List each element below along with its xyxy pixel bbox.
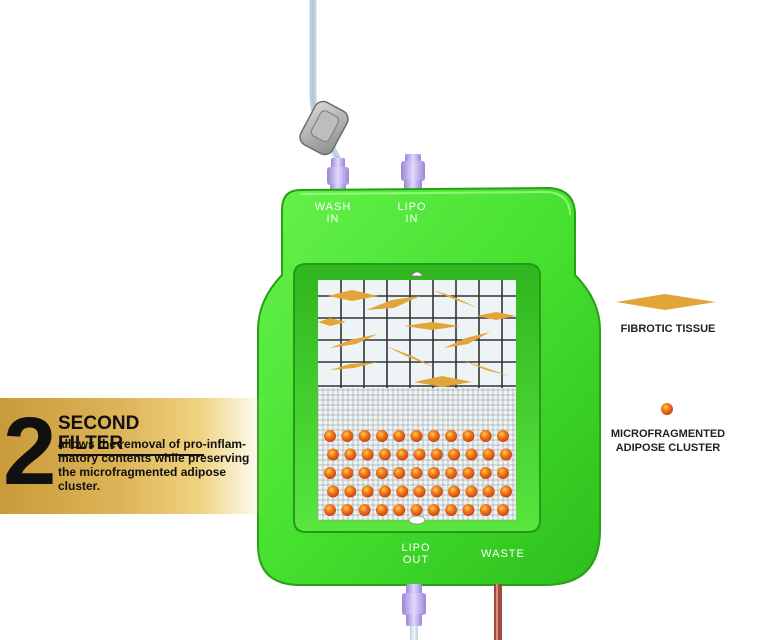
adipose-cluster [393, 504, 406, 516]
adipose-cluster [445, 504, 458, 516]
lipo-out-label: LIPO OUT [401, 542, 431, 566]
second-filter-banner [0, 398, 265, 514]
adipose-cluster [497, 430, 509, 442]
fibrotic-tissue [414, 376, 472, 387]
adipose-cluster [378, 448, 391, 461]
adipose-cluster [375, 504, 388, 516]
adipose-cluster [327, 485, 339, 498]
adipose-cluster [479, 504, 492, 516]
lipo-in-connector-icon[interactable] [401, 154, 425, 192]
fibrotic-tissue [476, 312, 516, 320]
adipose-cluster [500, 485, 512, 498]
adipose-cluster [448, 448, 461, 461]
adipose-cluster [497, 504, 509, 516]
tube-clamp-icon [299, 100, 349, 156]
fibrotic-tissue [432, 290, 478, 308]
adipose-cluster [427, 504, 440, 516]
fibrotic-tissue [462, 360, 510, 376]
adipose-cluster [465, 485, 478, 498]
adipose-cluster [341, 467, 354, 479]
adipose-cluster [448, 485, 461, 498]
banner-title: SECOND FILTER [58, 414, 204, 456]
adipose-cluster [462, 430, 475, 442]
adipose-cluster [430, 485, 443, 498]
wash-in-label: WASH IN [314, 201, 352, 225]
adipose-cluster [497, 467, 509, 479]
banner-description: allows the removal of pro-inflam-matory … [58, 437, 250, 493]
adipose-cluster-group [324, 430, 512, 516]
adipose-cluster [358, 504, 371, 516]
fibrotic-tissue [444, 332, 490, 348]
adipose-cluster [396, 485, 409, 498]
adipose-cluster [462, 467, 475, 479]
adipose-cluster [465, 448, 478, 461]
adipose-cluster [358, 430, 371, 442]
adipose-cluster [482, 485, 495, 498]
adipose-cluster [479, 430, 492, 442]
adipose-cluster [341, 504, 354, 516]
fibrotic-tissue-icon [616, 294, 716, 310]
fibrotic-tissue [386, 346, 436, 368]
adipose-cluster [410, 467, 423, 479]
fibrotic-tissue [404, 322, 460, 330]
adipose-cluster [393, 467, 406, 479]
adipose-cluster [324, 467, 336, 479]
adipose-cluster [344, 448, 357, 461]
adipose-cluster [427, 467, 440, 479]
wash-in-connector-icon[interactable] [327, 158, 349, 194]
adipose-cluster [324, 430, 336, 442]
adipose-cluster [396, 448, 409, 461]
adipose-cluster [344, 485, 357, 498]
adipose-cluster [430, 448, 443, 461]
adipose-cluster-label: MICROFRAGMENTED ADIPOSE CLUSTER [610, 428, 726, 454]
adipose-cluster [482, 448, 495, 461]
lipo-in-label: LIPO IN [397, 201, 427, 225]
fibrotic-tissue [330, 362, 378, 370]
adipose-cluster [358, 467, 371, 479]
adipose-cluster [413, 485, 426, 498]
adipose-cluster [410, 430, 423, 442]
adipose-cluster [361, 485, 374, 498]
waste-tube [494, 584, 502, 640]
adipose-cluster [327, 448, 339, 461]
adipose-cluster [462, 504, 475, 516]
adipose-cluster [378, 485, 391, 498]
adipose-cluster [445, 430, 458, 442]
adipose-cluster-icon [661, 403, 673, 415]
fibrotic-tissue [330, 334, 378, 348]
adipose-cluster [375, 467, 388, 479]
adipose-cluster [427, 430, 440, 442]
waste-label: WASTE [481, 548, 525, 560]
adipose-cluster [375, 430, 388, 442]
adipose-cluster [445, 467, 458, 479]
fibrotic-tissue [318, 318, 346, 326]
fibrotic-tissue-label: FIBROTIC TISSUE [620, 323, 716, 335]
adipose-cluster [500, 448, 512, 461]
adipose-cluster [324, 504, 336, 516]
adipose-cluster [413, 448, 426, 461]
adipose-cluster [361, 448, 374, 461]
fibrotic-tissue [328, 290, 378, 301]
lipo-out-connector-icon[interactable] [402, 584, 426, 640]
adipose-cluster [479, 467, 492, 479]
fibrotic-tissue-group [318, 290, 516, 387]
adipose-cluster [393, 430, 406, 442]
adipose-cluster [410, 504, 423, 516]
adipose-cluster [341, 430, 354, 442]
step-number: 2 [3, 398, 57, 505]
fibrotic-tissue [366, 296, 420, 310]
